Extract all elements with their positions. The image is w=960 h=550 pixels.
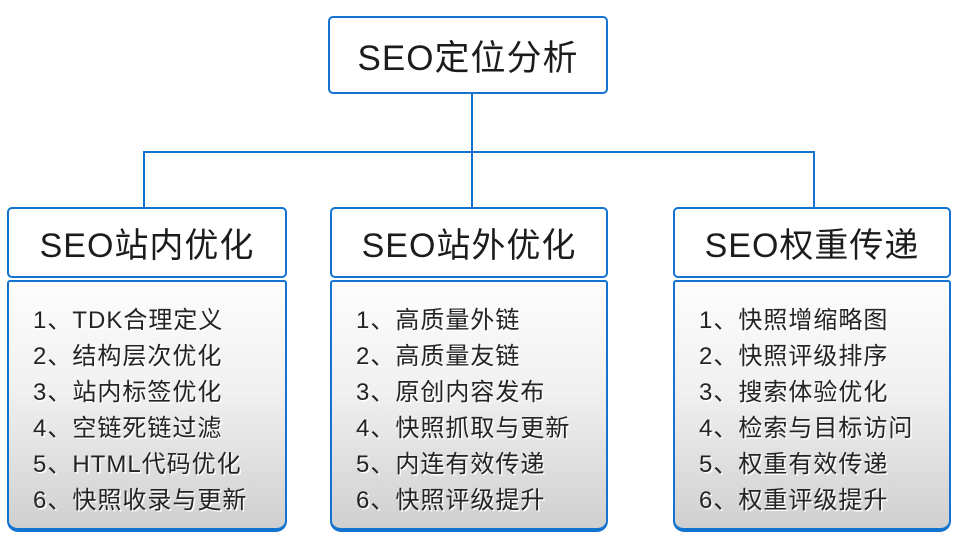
- list-item: 3、站内标签优化: [33, 379, 223, 406]
- column-weight: SEO权重传递 1、快照增缩略图 2、快照评级排序 3、搜索体验优化 4、检索与…: [673, 207, 951, 532]
- column-onsite-title: SEO站内优化: [39, 227, 255, 265]
- list-item: 1、TDK合理定义: [33, 307, 224, 334]
- list-item: 4、检索与目标访问: [699, 415, 914, 442]
- list-item: 4、空链死链过滤: [33, 415, 223, 442]
- column-offsite-title: SEO站外优化: [361, 227, 577, 265]
- root-node-label: SEO定位分析: [357, 38, 579, 78]
- column-onsite-panel: 1、TDK合理定义 2、结构层次优化 3、站内标签优化 4、空链死链过滤 5、H…: [7, 280, 287, 532]
- list-item: 5、HTML代码优化: [33, 451, 242, 478]
- column-weight-title: SEO权重传递: [704, 227, 920, 265]
- column-weight-header: SEO权重传递: [673, 207, 951, 278]
- list-item: 6、权重评级提升: [699, 487, 889, 514]
- column-onsite: SEO站内优化 1、TDK合理定义 2、结构层次优化 3、站内标签优化 4、空链…: [7, 207, 287, 532]
- column-weight-panel: 1、快照增缩略图 2、快照评级排序 3、搜索体验优化 4、检索与目标访问 5、权…: [673, 280, 951, 532]
- list-item: 4、快照抓取与更新: [356, 415, 571, 442]
- connector-crossbar: [143, 151, 815, 153]
- list-item: 3、原创内容发布: [356, 379, 546, 406]
- list-item: 1、高质量外链: [356, 307, 521, 334]
- list-item: 2、快照评级排序: [699, 343, 889, 370]
- list-item: 2、高质量友链: [356, 343, 521, 370]
- column-offsite-panel: 1、高质量外链 2、高质量友链 3、原创内容发布 4、快照抓取与更新 5、内连有…: [330, 280, 608, 532]
- connector-drop-right: [813, 151, 815, 207]
- list-item: 6、快照评级提升: [356, 487, 546, 514]
- list-item: 5、权重有效传递: [699, 451, 889, 478]
- list-item: 1、快照增缩略图: [699, 307, 889, 334]
- list-item: 6、快照收录与更新: [33, 487, 248, 514]
- column-onsite-header: SEO站内优化: [7, 207, 287, 278]
- column-offsite: SEO站外优化 1、高质量外链 2、高质量友链 3、原创内容发布 4、快照抓取与…: [330, 207, 608, 532]
- list-item: 5、内连有效传递: [356, 451, 546, 478]
- connector-root-stem: [471, 94, 473, 151]
- root-node: SEO定位分析: [328, 16, 608, 94]
- connector-drop-left: [143, 151, 145, 207]
- list-item: 2、结构层次优化: [33, 343, 223, 370]
- connector-drop-mid: [471, 151, 473, 207]
- list-item: 3、搜索体验优化: [699, 379, 889, 406]
- column-offsite-header: SEO站外优化: [330, 207, 608, 278]
